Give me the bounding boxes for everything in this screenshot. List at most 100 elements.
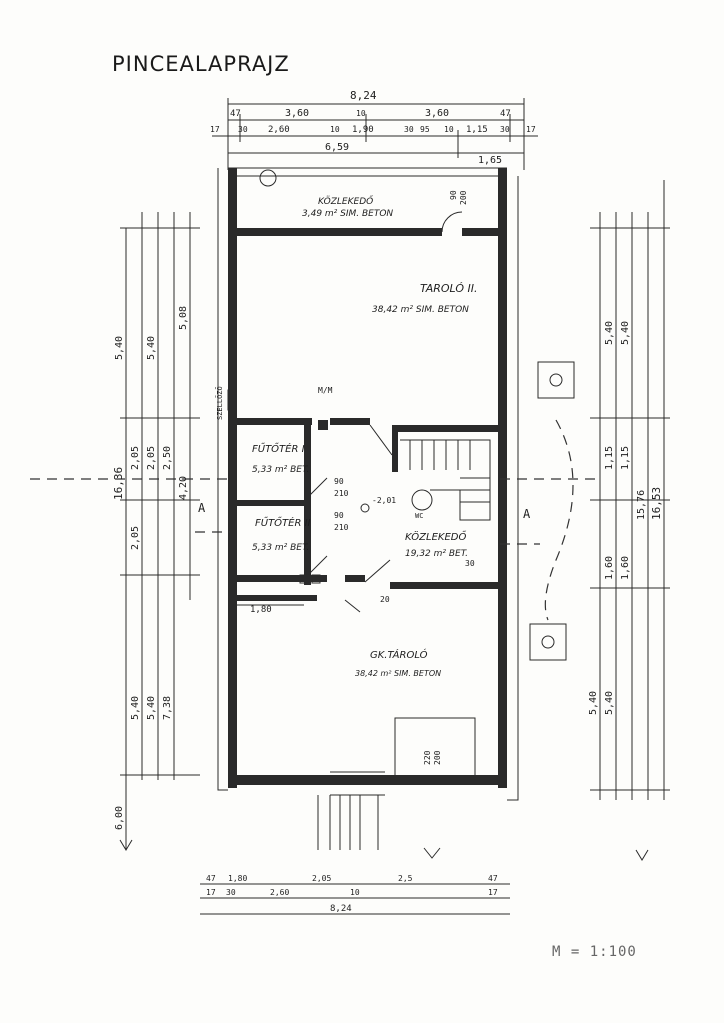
door-dim-6: 220 [423, 750, 432, 765]
dim-left-6: 4,20 [178, 476, 189, 500]
dim-top-r3-1: 1,65 [478, 155, 502, 166]
dim-right-3: 1,15 [620, 446, 631, 470]
room-area-tarolo2: 38,42 m² SIM. BETON [372, 305, 469, 315]
dim-right-8: 5,40 [588, 691, 599, 715]
door-dim-3: 210 [334, 489, 349, 498]
inner-dim-0: 1,80 [250, 605, 272, 615]
dim-left-2: 5,08 [178, 306, 189, 330]
room-name-kozlekedo-mid: KÖZLEKEDŐ [405, 529, 466, 543]
exterior-posts [529, 361, 575, 661]
door-dim-4: 90 [334, 511, 344, 520]
dim-left-3: 2,05 [130, 446, 141, 470]
dim-bottom-r2-0: 17 [206, 888, 216, 897]
dim-top-r3-0: 6,59 [325, 142, 349, 153]
dim-right-0: 5,40 [604, 321, 615, 345]
dim-top-r2-9: 30 [500, 125, 510, 134]
dim-bottom-r1-4: 47 [488, 874, 498, 883]
room-area-gk-tarolo: 38,42 m² SIM. BETON [355, 669, 441, 678]
note-wc: WC [415, 512, 423, 520]
door-dim-1: 200 [459, 190, 468, 205]
section-mark-right: A [523, 507, 531, 521]
room-area-kozlekedo-top: 3,49 m² SIM. BETON [302, 209, 393, 219]
inner-dim-1: 20 [380, 595, 390, 604]
fixtures [227, 169, 370, 584]
section-mark-left: A [198, 501, 206, 515]
room-area-futoter1: 5,33 m² BET. [252, 465, 309, 475]
door-dim-7: 200 [433, 750, 442, 765]
dim-left-5: 2,50 [162, 446, 173, 470]
dim-top-r2-5: 30 [404, 125, 414, 134]
dim-top-r1-0: 47 [230, 109, 241, 119]
dim-right-4: 16,53 [650, 487, 663, 520]
dim-top-r2-4: 1,90 [352, 125, 374, 135]
dim-left-10: 5,40 [146, 696, 157, 720]
section-line: A A [30, 478, 600, 545]
bottom-dimensions: 47 1,80 2,05 2,5 47 17 30 2,60 10 17 8,2… [200, 874, 510, 915]
dim-top-r1-1: 3,60 [285, 108, 309, 119]
room-labels: KÖZLEKEDŐ 3,49 m² SIM. BETON TAROLÓ II. … [215, 196, 477, 678]
dim-left-4: 2,05 [146, 446, 157, 470]
room-area-futoter2: 5,33 m² BET. [252, 543, 309, 553]
dim-bottom-overall: 8,24 [330, 904, 352, 914]
dim-bottom-r2-3: 10 [350, 888, 360, 897]
note-level: -2,01 [372, 496, 396, 505]
interior-walls [237, 228, 498, 601]
dim-bottom-r2-1: 30 [226, 888, 236, 897]
dim-right-5: 15,76 [636, 490, 647, 520]
inner-dimensions: 1,80 20 30 [237, 559, 475, 615]
dim-left-12: 6,00 [114, 806, 125, 830]
door-dim-2: 90 [334, 477, 344, 486]
left-dimensions: 5,40 5,40 5,08 2,05 2,05 2,50 4,20 16,36… [112, 212, 200, 851]
dim-left-1: 5,40 [146, 336, 157, 360]
door-swings [304, 211, 463, 613]
door-dimensions: 90 200 90 210 90 210 220 200 [334, 190, 468, 765]
scale-label: M = 1:100 [552, 944, 637, 960]
dim-bottom-r1-0: 47 [206, 874, 216, 883]
dim-left-8: 2,05 [130, 526, 141, 550]
room-name-kozlekedo-top: KÖZLEKEDŐ [318, 196, 373, 207]
dim-right-1: 5,40 [620, 321, 631, 345]
dim-top-r2-2: 2,60 [268, 125, 290, 135]
room-name-futoter1: FŰTŐTÉR I [252, 441, 305, 455]
dim-top-r2-8: 1,15 [466, 125, 488, 135]
dim-left-0: 5,40 [114, 336, 125, 360]
dim-right-9: 5,40 [604, 691, 615, 715]
staircase [400, 439, 491, 521]
dim-top-r2-1: 30 [238, 125, 248, 134]
plan-title: PINCEALAPRAJZ [112, 52, 290, 76]
dim-bottom-r2-4: 17 [488, 888, 498, 897]
dim-top-r2-3: 10 [330, 125, 340, 134]
dim-top-r2-0: 17 [210, 125, 220, 134]
dim-left-11: 7,38 [162, 696, 173, 720]
room-name-tarolo2: TAROLÓ II. [420, 282, 477, 295]
dim-top-overall: 8,24 [350, 89, 377, 102]
door-dim-5: 210 [334, 523, 349, 532]
door-dim-0: 90 [449, 190, 458, 200]
dim-left-9: 5,40 [130, 696, 141, 720]
dim-top-r1-3: 3,60 [425, 108, 449, 119]
dim-bottom-r1-3: 2,5 [398, 874, 413, 883]
top-dimensions: 8,24 47 3,60 10 3,60 47 17 30 2,60 10 1,… [210, 89, 538, 170]
dim-right-2: 1,15 [604, 446, 615, 470]
garage-elements [317, 717, 476, 859]
room-area-kozlekedo-mid: 19,32 m² BET. [405, 549, 468, 559]
dim-top-r1-2: 10 [356, 109, 366, 118]
dim-top-r2-7: 10 [444, 125, 454, 134]
dim-top-r1-4: 47 [500, 109, 511, 119]
dim-bottom-r2-2: 2,60 [270, 888, 289, 897]
dim-top-r2-10: 17 [526, 125, 536, 134]
dim-top-r2-6: 95 [420, 125, 430, 134]
dim-right-7: 1,60 [620, 556, 631, 580]
right-dimensions: 5,40 5,40 1,15 1,15 16,53 15,76 1,60 1,6… [588, 180, 670, 861]
inner-dim-2: 30 [465, 559, 475, 568]
room-name-gk-tarolo: GK.TÁROLÓ [370, 648, 428, 661]
note-mm: M/M [318, 386, 333, 395]
dim-left-7: 16,36 [112, 467, 125, 500]
room-name-futoter2: FŰTŐTÉR II [255, 515, 311, 529]
dim-right-6: 1,60 [604, 556, 615, 580]
dim-bottom-r1-1: 1,80 [228, 874, 247, 883]
note-vent: SZELLŐZŐ [215, 386, 224, 420]
dim-bottom-r1-2: 2,05 [312, 874, 331, 883]
